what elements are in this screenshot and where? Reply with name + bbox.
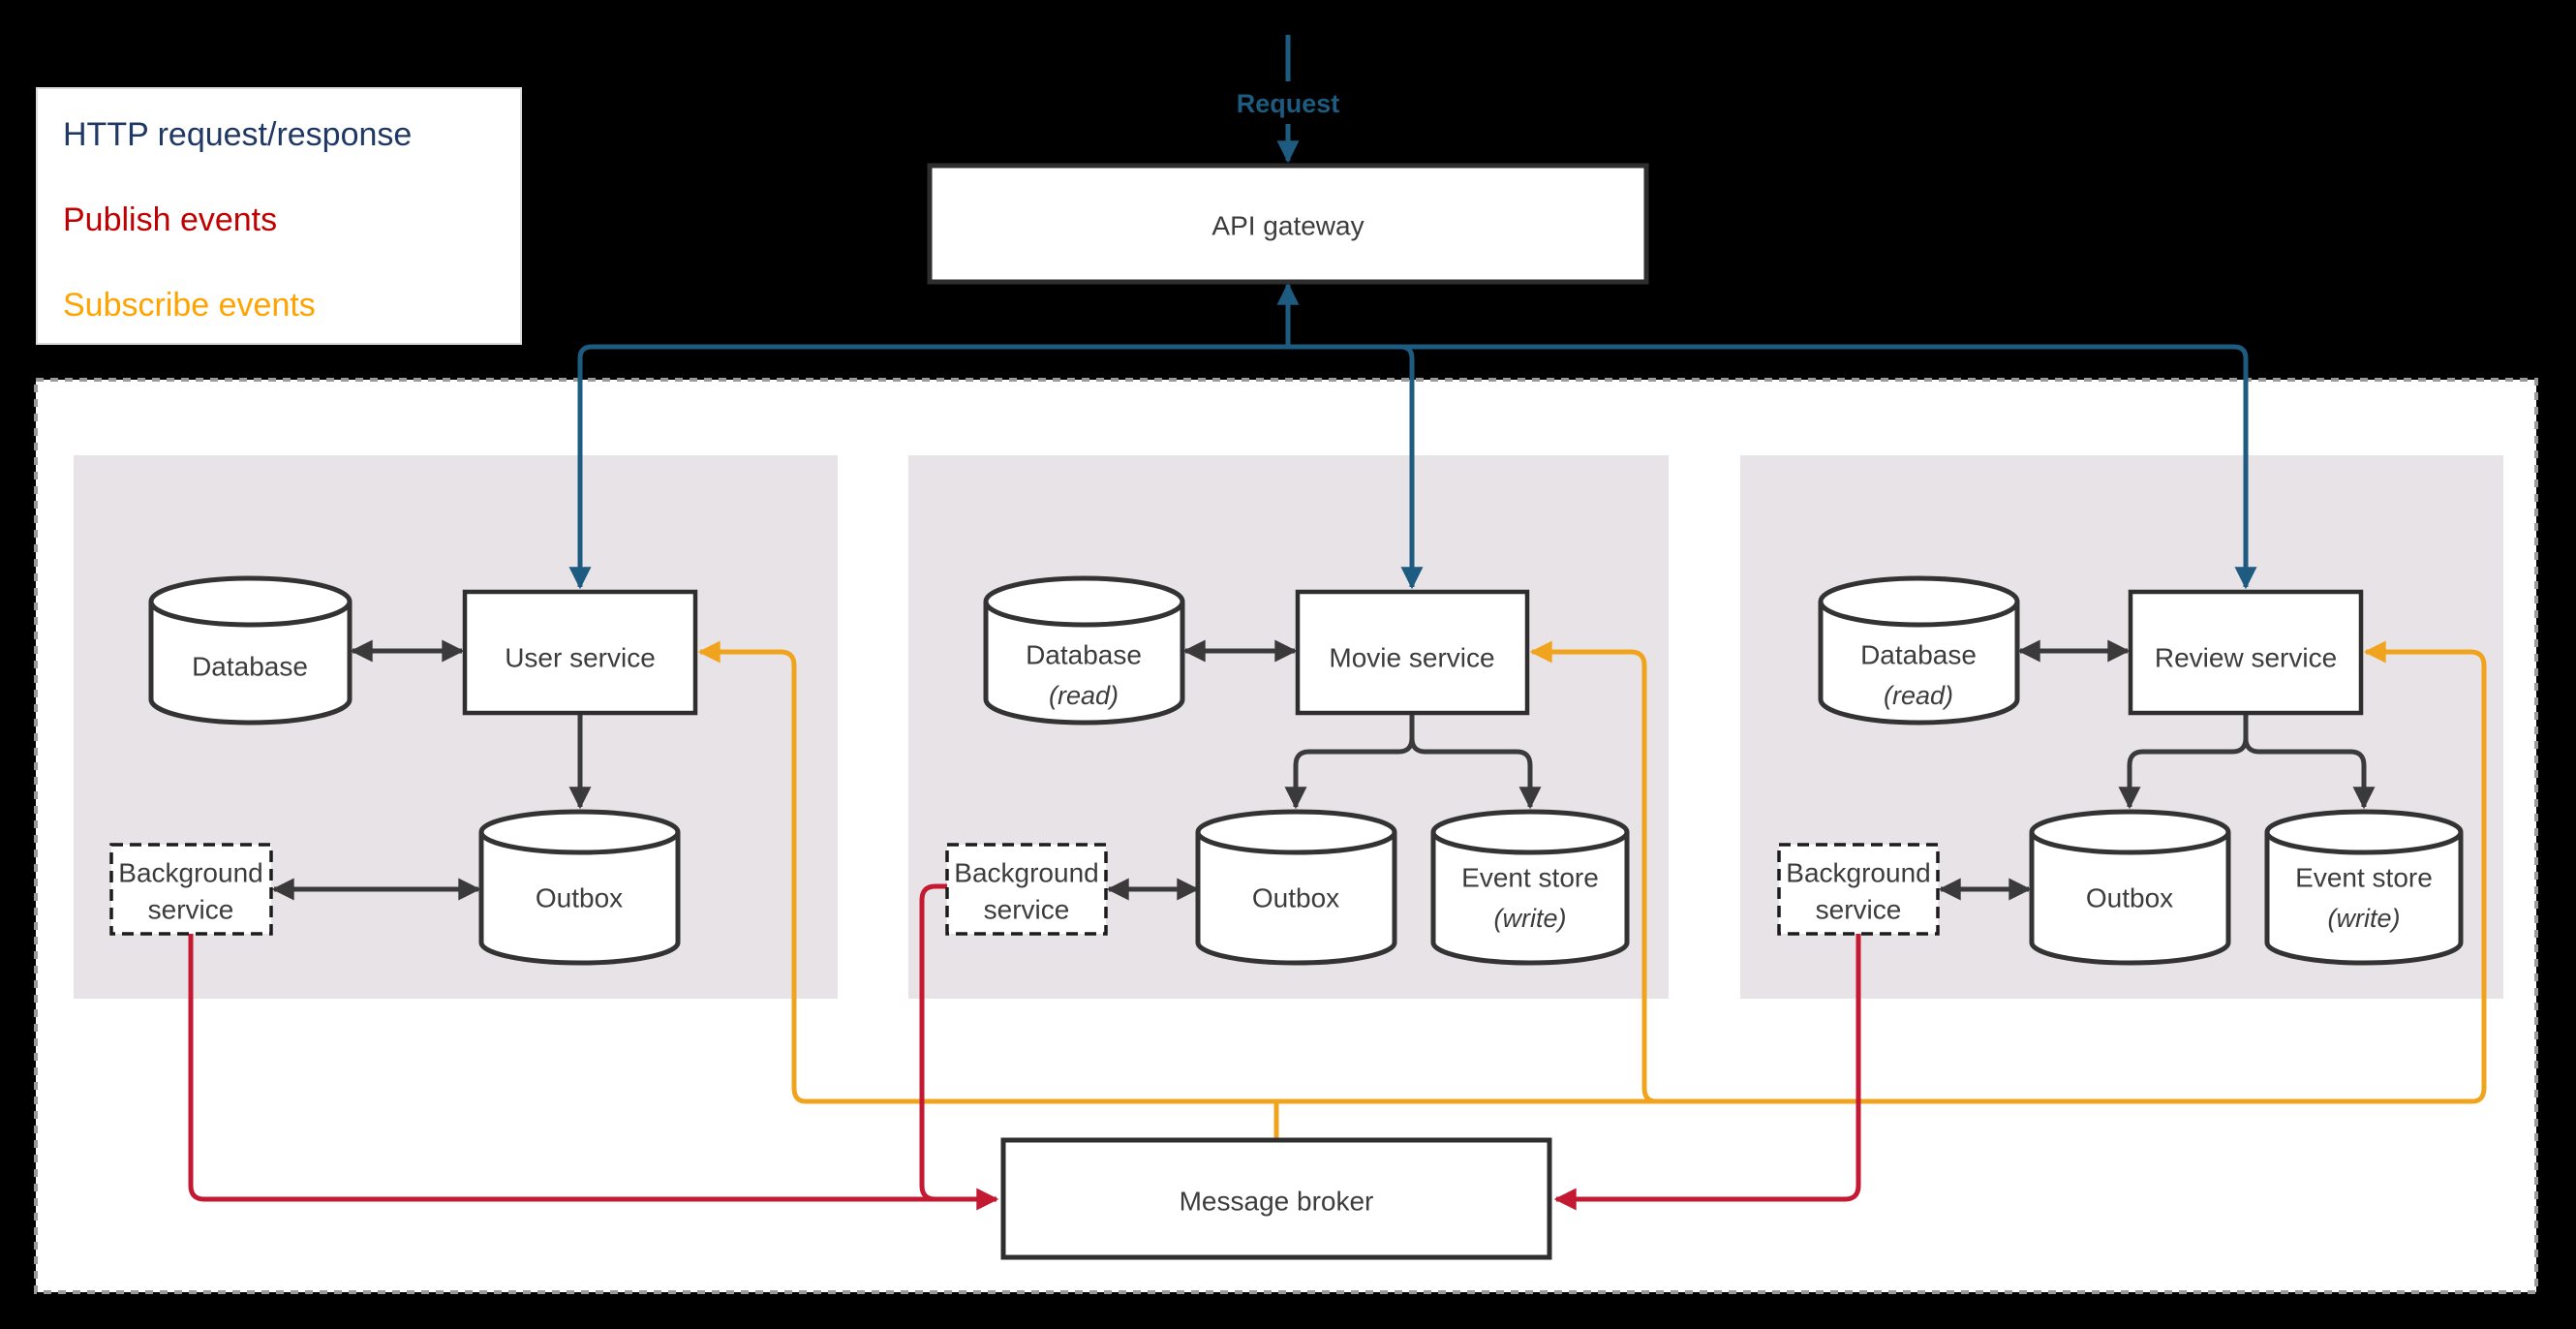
event-store-label-review: Event store [2295,863,2433,893]
publish-arrow-user-background [188,934,999,1211]
user-service-label: User service [505,643,656,673]
message-broker-label: Message broker [1180,1187,1374,1217]
group-user-service: Database User service Outbox Background … [109,575,698,966]
background-service-box-user [109,843,273,936]
background-service-box-review [1777,843,1940,936]
group-review-service: Database (read) Review service Outbox Ev… [1777,575,2464,966]
event-store-label-movie: Event store [1461,863,1599,893]
outbox-cylinder-movie [1195,809,1397,966]
review-service-label: Review service [2155,643,2337,673]
database-label-user: Database [192,652,308,682]
http-arrow-user-service [568,344,593,590]
background-service-label-review-line1: Background [1786,858,1930,888]
event-store-cylinder-movie [1430,809,1630,966]
database-note-movie: (read) [1049,681,1119,710]
background-service-label-movie-line2: service [984,895,1070,925]
background-service-label-user-line2: service [148,895,234,925]
database-cylinder-user [148,575,353,726]
database-cylinder-movie [983,575,1185,726]
background-service-label-user-line1: Background [118,858,262,888]
legend: HTTP request/response Publish events Sub… [36,87,522,345]
api-gateway-label: API gateway [1211,211,1364,241]
publish-arrow-review-background [1553,934,1861,1211]
outbox-cylinder-review [2029,809,2231,966]
api-gateway-box [927,163,1649,285]
group-movie-service: Database (read) Movie service Outbox Eve… [945,575,1630,966]
legend-item-http-request-response: HTTP request/response [63,116,413,153]
background-service-box-movie [945,843,1108,936]
event-store-cylinder-review [2264,809,2464,966]
background-service-label-movie-line1: Background [954,858,1098,888]
legend-item-subscribe-events: Subscribe events [63,287,316,324]
event-store-note-movie: (write) [1494,904,1567,933]
review-service-box [2128,589,2364,716]
database-label-review: Database [1860,640,1977,670]
arrow-review-service-event-store [2243,713,2376,810]
database-label-movie: Database [1026,640,1142,670]
background-service-label-review-line2: service [1816,895,1902,925]
outbox-label-review: Outbox [2086,883,2173,913]
outbox-label-user: Outbox [536,883,623,913]
database-cylinder-review [1818,575,2020,726]
subscribe-arrow-movie-service [1529,640,1657,1104]
http-arrow-review-service [2233,344,2257,590]
subscribe-arrow-user-service [697,640,807,1104]
outbox-label-movie: Outbox [1252,883,1339,913]
legend-item-publish-events: Publish events [63,201,278,238]
movie-service-label: Movie service [1329,643,1494,673]
message-broker-box [1000,1137,1552,1260]
outbox-cylinder-user [478,809,681,966]
movie-service-box [1295,589,1530,716]
database-note-review: (read) [1884,681,1953,710]
publish-line-movie-background [919,883,978,1202]
arrow-movie-service-event-store [1409,713,1542,810]
http-arrow-movie-service [1399,344,1424,590]
event-store-note-review: (write) [2328,904,2401,933]
user-service-box [462,589,698,716]
subscribe-arrow-review-service [2363,640,2487,1104]
request-label: Request [1237,89,1340,118]
